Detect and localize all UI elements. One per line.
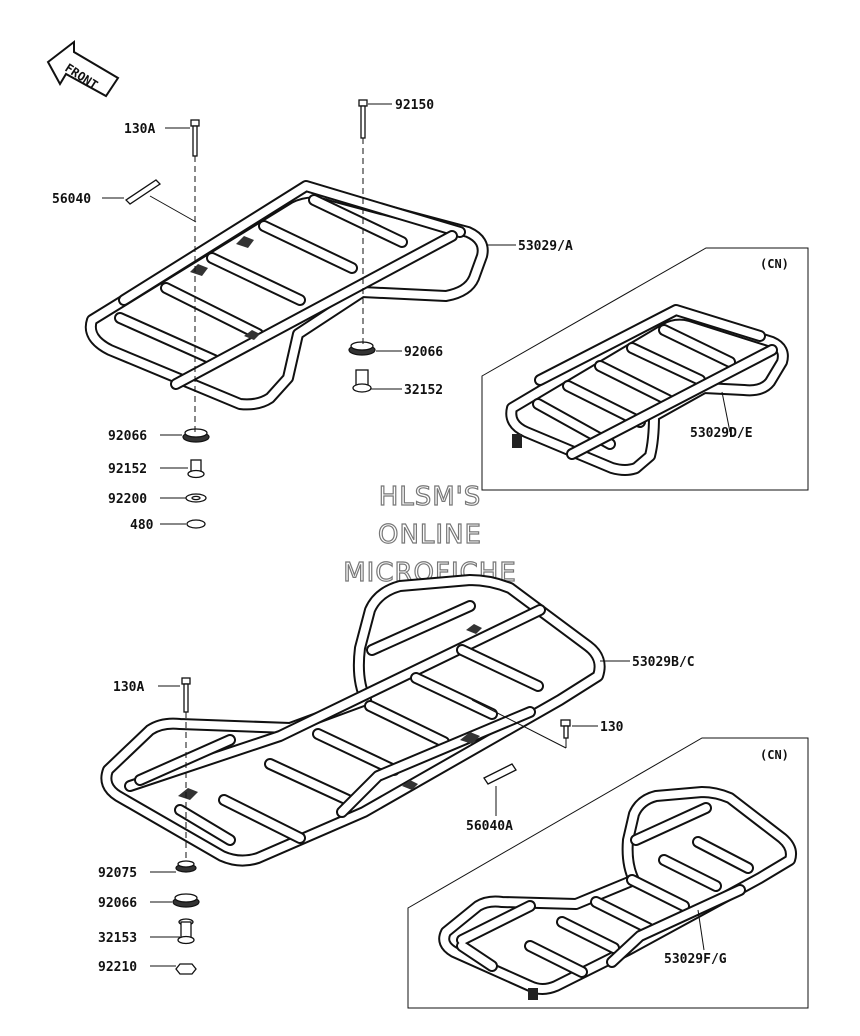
cn-variant-box-top: (CN) 53029D/E: [481, 247, 809, 491]
top-rack-crossbars: [114, 194, 458, 390]
cn-label-top: (CN): [760, 257, 789, 271]
top-leader-lines: [102, 103, 516, 525]
callout-53029A: 53029/A: [518, 239, 573, 254]
watermark: HLSM'S ONLINE MICROFICHE: [343, 481, 517, 588]
callout-32152: 32152: [404, 383, 443, 398]
watermark-line-2: ONLINE: [378, 520, 482, 550]
callout-130: 130: [600, 720, 624, 735]
callout-130A-top: 130A: [124, 122, 155, 137]
cn-rack-bottom: [438, 786, 797, 1000]
watermark-line-1: HLSM'S: [379, 482, 482, 512]
callout-56040: 56040: [52, 192, 91, 207]
grommet-92066-right: [348, 341, 376, 356]
collar-32152: [352, 369, 372, 393]
label-56040A: [483, 763, 517, 785]
callout-92200: 92200: [108, 492, 147, 507]
cn-label-bottom: (CN): [760, 748, 789, 762]
bolt-130A-top: [190, 119, 200, 157]
bottom-rack-crossbars: [134, 600, 544, 846]
washer-92200: [185, 493, 207, 503]
callout-130A-bottom: 130A: [113, 680, 144, 695]
cn-variant-box-bottom: (CN) 53029F/G: [407, 737, 809, 1009]
bottom-carrier-rack: [100, 574, 606, 867]
callout-53029DE: 53029D/E: [690, 426, 753, 441]
grommet-92066-bottom: [172, 893, 200, 908]
callout-92066-bottom: 92066: [98, 896, 137, 911]
callout-92152: 92152: [108, 462, 147, 477]
circlip-480: [186, 519, 206, 529]
callout-53029BC: 53029B/C: [632, 655, 695, 670]
callout-53029FG: 53029F/G: [664, 952, 727, 967]
cn-rack-top: [505, 304, 789, 476]
callout-92210: 92210: [98, 960, 137, 975]
bottom-leader-lines: [150, 660, 630, 967]
label-56040: [124, 179, 162, 205]
bolt-130: [560, 719, 571, 739]
bolt-130A-bottom: [181, 677, 191, 713]
callout-480: 480: [130, 518, 154, 533]
bolt-92150: [358, 99, 368, 139]
front-arrow-icon: FRONT: [46, 39, 120, 98]
collar-32153: [177, 918, 195, 945]
callout-56040A: 56040A: [466, 819, 513, 834]
callout-92150: 92150: [395, 98, 434, 113]
top-carrier-rack: [84, 180, 489, 411]
callout-32153: 32153: [98, 931, 137, 946]
nut-92210: [175, 963, 197, 975]
grommet-92066-left: [182, 428, 210, 443]
grommet-92075: [175, 860, 197, 873]
callout-92066-left: 92066: [108, 429, 147, 444]
callout-92075: 92075: [98, 866, 137, 881]
collar-92152: [187, 459, 205, 479]
callout-92066-right: 92066: [404, 345, 443, 360]
